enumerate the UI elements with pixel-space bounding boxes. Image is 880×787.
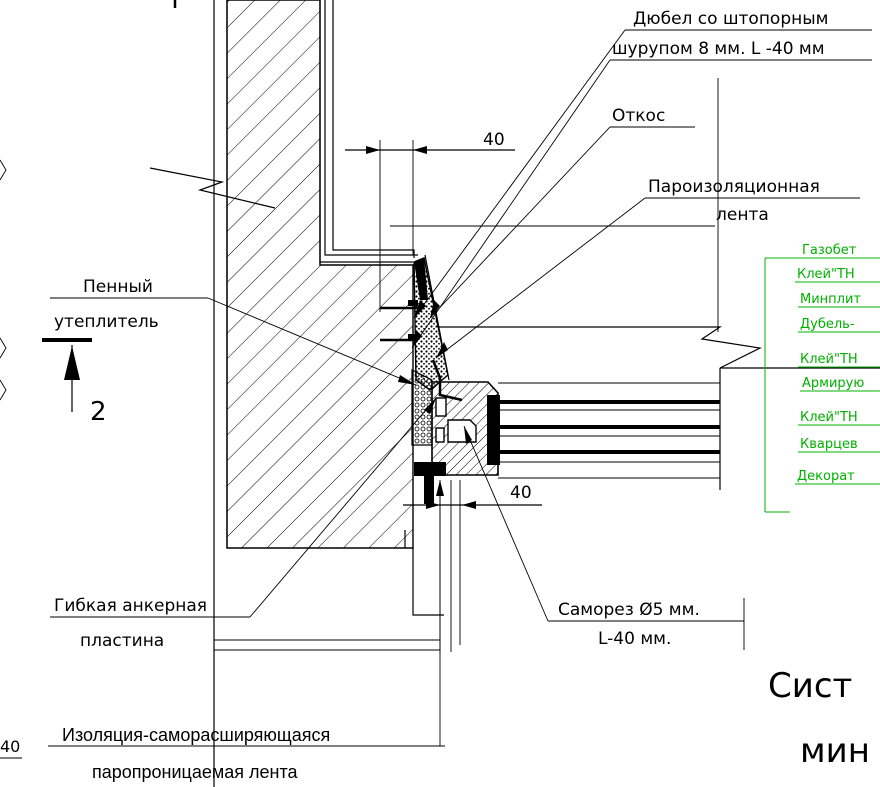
window-frame — [431, 381, 500, 476]
label-dowel-1: Дюбел со штопорным — [633, 9, 828, 29]
sealing-tape-block — [414, 462, 446, 476]
title-fragment-2: мин — [800, 731, 870, 771]
leader-lines — [0, 29, 872, 759]
legend-item-9: Декорат — [797, 469, 855, 484]
legend-item-6: Армирую — [802, 376, 864, 391]
legend-item-7: Клей"ТН — [800, 410, 858, 425]
corner-fragment: 40 — [0, 737, 20, 756]
label-tape-1: Изоляция-саморасширяющаяся — [62, 725, 330, 745]
material-legend: Газобет Клей"ТН Минплит Дубель- Клей"ТН … — [764, 243, 880, 513]
dimension-top-text: 40 — [483, 130, 505, 150]
legend-item-2: Клей"ТН — [797, 267, 855, 282]
dimension-bottom: 40 — [403, 483, 542, 509]
left-edge-ticks — [0, 159, 7, 401]
wall-section — [213, 0, 418, 787]
label-anchor-2: пластина — [80, 631, 164, 651]
dowels — [380, 300, 418, 342]
label-tape-2: паропроницаемая лента — [92, 762, 299, 782]
label-screw-1: Саморез Ø5 мм. — [558, 600, 700, 620]
legend-item-1: Газобет — [802, 243, 857, 258]
dimension-bottom-text: 40 — [510, 483, 532, 503]
section-mark-number: 2 — [90, 397, 107, 427]
legend-item-8: Кварцев — [800, 437, 858, 452]
section-mark: 2 — [42, 338, 107, 427]
legend-item-3: Минплит — [800, 292, 861, 307]
sealing-tape-drop — [424, 476, 434, 504]
label-dowel-2: шурупом 8 мм. L -40 мм — [612, 39, 825, 59]
label-screw-2: L-40 мм. — [598, 629, 671, 649]
drawing-title: Сист мин — [768, 666, 870, 771]
legend-item-5: Клей"ТН — [800, 352, 858, 367]
glazing-unit — [498, 368, 721, 490]
title-fragment-1: Сист — [768, 666, 852, 706]
label-reveal: Откос — [612, 106, 665, 126]
callout-labels: Дюбел со штопорным шурупом 8 мм. L -40 м… — [0, 9, 828, 782]
break-lines — [149, 167, 880, 369]
label-anchor-1: Гибкая анкерная — [54, 596, 207, 616]
reveal-wedge — [413, 254, 450, 391]
label-vapor-1: Пароизоляционная — [648, 177, 820, 197]
legend-item-4: Дубель- — [800, 317, 855, 332]
leader-arrowheads — [398, 300, 472, 496]
label-foam-2: утеплитель — [54, 312, 159, 332]
dimension-top: 40 — [345, 130, 515, 312]
label-vapor-2: лента — [716, 205, 769, 225]
label-foam-1: Пенный — [83, 277, 153, 297]
